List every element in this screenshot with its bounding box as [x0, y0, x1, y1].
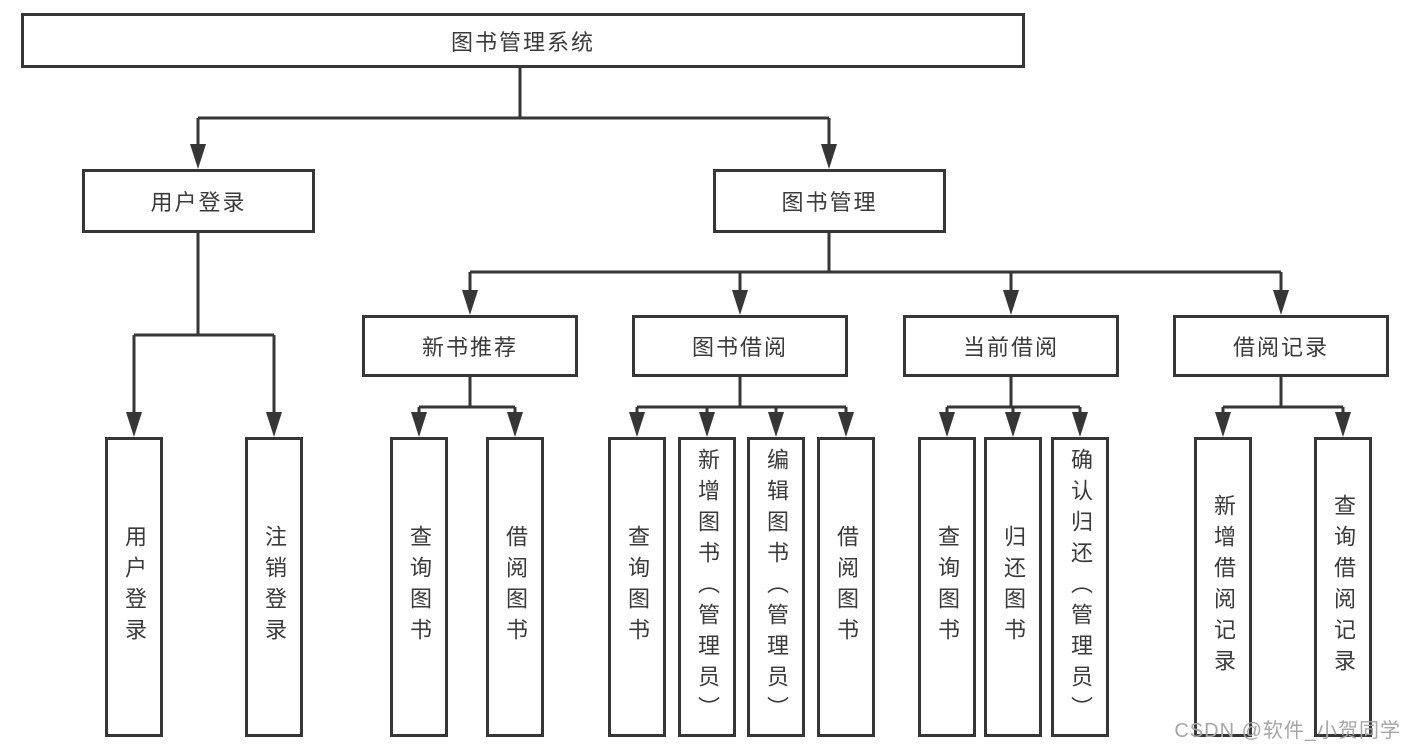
node-leaf-records-add-record-label: 新增借阅记录 [1211, 494, 1236, 680]
node-leaf-borrowing-edit-books: 编辑图书（管理员） [747, 437, 805, 737]
node-leaf-current-return-books: 归还图书 [984, 437, 1042, 737]
connector-current-borrowing-children [945, 377, 1082, 415]
node-book-borrowing: 图书借阅 [632, 315, 848, 377]
node-leaf-logout-label: 注销登录 [262, 525, 287, 649]
node-current-borrowing: 当前借阅 [903, 315, 1119, 377]
node-new-book-recommend-label: 新书推荐 [421, 335, 518, 360]
node-leaf-borrowing-borrow-books: 借阅图书 [817, 437, 875, 737]
node-leaf-current-confirm-return-label: 确认归还（管理员） [1068, 447, 1093, 727]
node-leaf-records-query-record: 查询借阅记录 [1314, 437, 1372, 737]
node-leaf-borrowing-query-books: 查询图书 [608, 437, 666, 737]
node-leaf-recommend-borrow-books-label: 借阅图书 [503, 525, 528, 649]
connector-new-book-recommend-children [417, 377, 517, 415]
arrowhead-icon [507, 412, 523, 437]
connector-book-management-children [468, 233, 1283, 293]
node-leaf-borrowing-query-books-label: 查询图书 [625, 525, 650, 649]
arrowhead-icon [411, 412, 427, 437]
node-leaf-user-login: 用户登录 [105, 437, 163, 737]
node-book-management: 图书管理 [713, 169, 946, 233]
node-leaf-current-confirm-return: 确认归还（管理员） [1051, 437, 1109, 737]
node-book-borrowing-label: 图书借阅 [691, 335, 788, 360]
node-book-management-label: 图书管理 [781, 190, 878, 215]
node-borrowing-records-label: 借阅记录 [1232, 335, 1329, 360]
node-new-book-recommend: 新书推荐 [362, 315, 578, 377]
arrowhead-icon [126, 412, 142, 437]
node-leaf-user-login-label: 用户登录 [122, 525, 147, 649]
connector-book-borrowing-children [635, 377, 848, 415]
arrowhead-icon [629, 412, 645, 437]
arrowhead-icon [190, 144, 206, 169]
node-root: 图书管理系统 [21, 13, 1025, 68]
arrowhead-icon [821, 144, 837, 169]
node-leaf-records-add-record: 新增借阅记录 [1194, 437, 1252, 737]
node-leaf-borrowing-add-books-label: 新增图书（管理员） [695, 447, 720, 727]
node-leaf-current-return-books-label: 归还图书 [1001, 525, 1026, 649]
arrowhead-icon [462, 290, 478, 315]
arrowhead-icon [838, 412, 854, 437]
arrowhead-icon [1072, 412, 1088, 437]
arrowhead-icon [699, 412, 715, 437]
node-user-login: 用户登录 [82, 169, 315, 233]
arrowhead-icon [768, 412, 784, 437]
node-leaf-recommend-query-books-label: 查询图书 [407, 525, 432, 649]
arrowhead-icon [1005, 412, 1021, 437]
node-leaf-borrowing-edit-books-label: 编辑图书（管理员） [764, 447, 789, 727]
arrowhead-icon [266, 412, 282, 437]
node-current-borrowing-label: 当前借阅 [962, 335, 1059, 360]
arrowhead-icon [939, 412, 955, 437]
node-user-login-label: 用户登录 [150, 190, 247, 215]
node-leaf-recommend-query-books: 查询图书 [390, 437, 448, 737]
connector-user-login-children [132, 233, 276, 415]
node-leaf-recommend-borrow-books: 借阅图书 [486, 437, 544, 737]
arrowhead-icon [1215, 412, 1231, 437]
node-root-label: 图书管理系统 [450, 29, 595, 55]
node-leaf-logout: 注销登录 [245, 437, 303, 737]
arrowhead-icon [732, 290, 748, 315]
arrowhead-icon [1003, 290, 1019, 315]
node-leaf-borrowing-add-books: 新增图书（管理员） [678, 437, 736, 737]
node-leaf-records-query-record-label: 查询借阅记录 [1331, 494, 1356, 680]
node-borrowing-records: 借阅记录 [1173, 315, 1389, 377]
arrowhead-icon [1335, 412, 1351, 437]
connector-borrowing-records-children [1221, 377, 1345, 415]
node-leaf-current-query-books-label: 查询图书 [935, 525, 960, 649]
arrowhead-icon [1273, 290, 1289, 315]
node-leaf-borrowing-borrow-books-label: 借阅图书 [834, 525, 859, 649]
connector-root-to-level2 [196, 68, 831, 147]
csdn-watermark: CSDN @软件_小贺同学 [1174, 720, 1401, 742]
node-leaf-current-query-books: 查询图书 [918, 437, 976, 737]
